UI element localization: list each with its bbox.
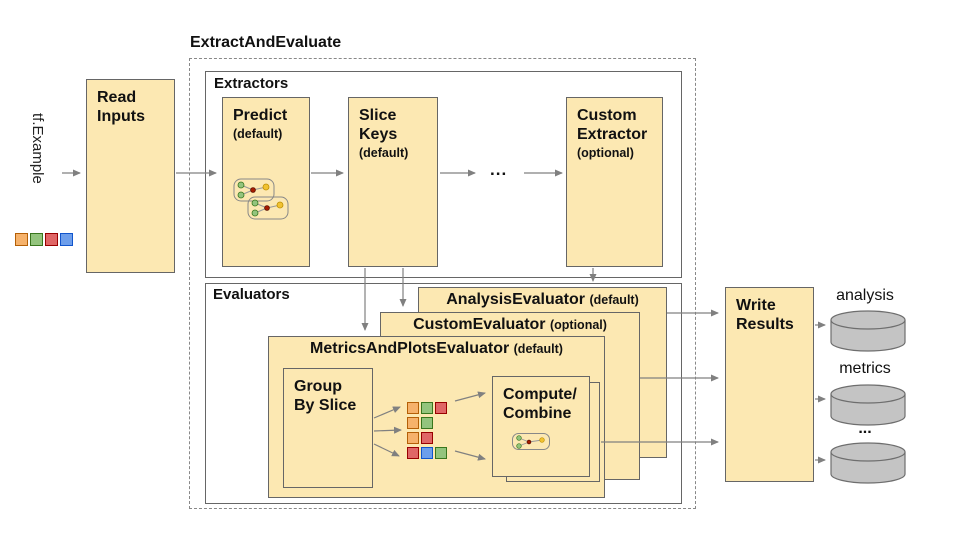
group-by-slice-title: Group By Slice	[294, 378, 357, 414]
slice-group-row	[407, 402, 447, 414]
slice-keys-qualifier: (default)	[359, 145, 409, 160]
extract-and-evaluate-container	[189, 58, 696, 509]
extractors-label: Extractors	[214, 75, 289, 92]
metrics-and-plots-evaluator-header: MetricsAndPlotsEvaluator (default)	[310, 340, 563, 357]
sliced-examples-squares	[407, 402, 447, 462]
write-results-title: Write Results	[736, 297, 794, 333]
database-cylinder-icon	[830, 442, 906, 484]
graph-nodes-icon	[233, 178, 289, 220]
slice-keys-title: Slice Keys	[359, 107, 398, 143]
blue-square	[421, 447, 433, 459]
custom-extractor-box: Custom Extractor (optional)	[566, 97, 663, 267]
predict-extractor-box: Predict (default)	[222, 97, 310, 267]
orange-square	[407, 402, 419, 414]
custom-extractor-title: Custom Extractor	[577, 107, 648, 143]
custom-extractor-qualifier: (optional)	[577, 145, 634, 160]
compute-combine-box: Compute/ Combine	[492, 376, 590, 477]
database-cylinder-icon	[830, 310, 906, 352]
custom-evaluator-header: CustomEvaluator (optional)	[413, 316, 607, 333]
group-by-slice-box: Group By Slice	[283, 368, 373, 488]
orange-square	[407, 417, 419, 429]
red-square	[435, 402, 447, 414]
green-square	[421, 402, 433, 414]
orange-square	[407, 432, 419, 444]
read-inputs-box: Read Inputs	[86, 79, 175, 273]
more-outputs-ellipsis: ...	[858, 420, 872, 437]
tf-example-label: tf.Example	[29, 113, 46, 184]
evaluators-label: Evaluators	[213, 286, 290, 303]
blue-square	[60, 233, 73, 246]
graph-nodes-icon	[512, 433, 550, 450]
red-square	[45, 233, 58, 246]
input-format-squares	[15, 233, 73, 246]
analysis-output-label: analysis	[836, 287, 894, 304]
orange-square	[15, 233, 28, 246]
red-square	[407, 447, 419, 459]
slice-group-row	[407, 432, 447, 444]
predict-qualifier: (default)	[233, 126, 283, 141]
metrics-output-label: metrics	[839, 360, 891, 377]
write-results-box: Write Results	[725, 287, 814, 482]
predict-title: Predict	[233, 107, 288, 124]
red-square	[421, 432, 433, 444]
read-inputs-title: Read Inputs	[97, 89, 145, 125]
compute-combine-title: Compute/ Combine	[503, 386, 577, 422]
green-square	[30, 233, 43, 246]
green-square	[435, 447, 447, 459]
database-cylinder-icon	[830, 384, 906, 426]
green-square	[421, 417, 433, 429]
analysis-evaluator-header: AnalysisEvaluator (default)	[446, 291, 639, 308]
slice-group-row	[407, 417, 447, 429]
slice-keys-extractor-box: Slice Keys (default)	[348, 97, 438, 267]
slice-group-row	[407, 447, 447, 459]
extractor-chain-ellipsis: ...	[490, 160, 508, 179]
pipeline-title: ExtractAndEvaluate	[190, 34, 342, 51]
